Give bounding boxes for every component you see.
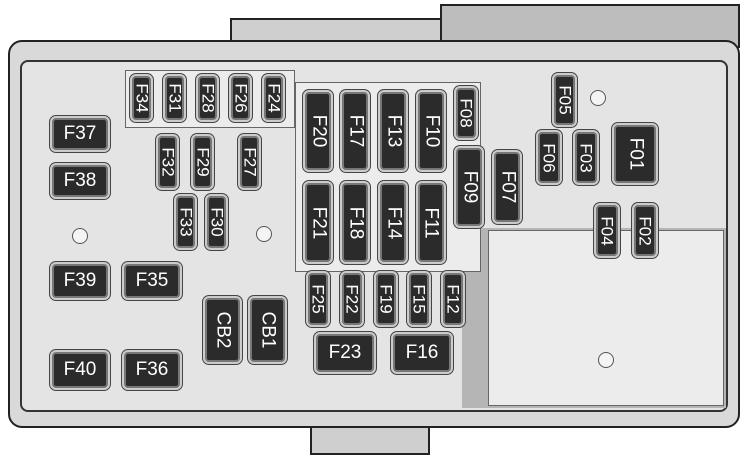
fuse-label: CB1 [257,311,279,349]
fuse-f05: F05 [554,75,575,125]
fuse-f10: F10 [418,92,444,170]
fuse-label: F09 [459,170,480,204]
fuse-f07: F07 [494,152,520,222]
fuse-label: F01 [625,137,646,171]
fuse-f14: F14 [380,183,406,262]
fuse-label: F32 [158,147,178,177]
fuse-label: F30 [207,207,227,237]
fuse-label: F02 [636,215,656,246]
circuit-breaker-cb1: CB1 [250,298,285,362]
fuse-f40: F40 [52,352,108,388]
fuse-f20: F20 [305,92,331,170]
fuse-label: CB2 [212,311,234,349]
fuse-f23: F23 [316,334,374,372]
fuse-f39: F39 [52,264,108,298]
fuse-label: F29 [193,147,213,177]
fuse-label: F22 [343,284,363,314]
fuse-label: F17 [345,114,366,148]
fuse-label: F36 [135,359,169,380]
fuse-f12: F12 [443,273,463,325]
fuse-f27: F27 [240,136,260,188]
right-panel [488,230,724,406]
fuse-f02: F02 [634,205,656,256]
fuse-label: F23 [328,342,362,363]
fuse-f36: F36 [124,352,180,388]
fuse-f19: F19 [376,273,396,325]
fuse-f17: F17 [342,92,368,170]
fuse-label: F13 [383,114,404,148]
fuse-label: F21 [308,206,329,239]
fuse-f21: F21 [305,183,331,262]
fuse-label: F35 [135,270,169,291]
fuse-f18: F18 [342,183,368,262]
fuse-f34: F34 [132,76,152,120]
fuse-label: F04 [598,215,618,246]
mount-hole [256,226,272,242]
fuse-f38: F38 [52,165,108,197]
fuse-label: F31 [165,83,185,113]
fuse-f22: F22 [342,273,362,325]
fuse-label: F16 [405,342,439,363]
fuse-label: F33 [176,207,196,237]
fuse-label: F38 [63,170,97,191]
fuse-label: F37 [63,123,97,144]
fuse-f31: F31 [165,76,185,120]
fuse-f33: F33 [176,196,196,248]
fuse-f15: F15 [409,273,429,325]
fuse-f32: F32 [158,136,178,188]
fuse-label: F05 [555,85,575,115]
fuse-f35: F35 [124,264,180,298]
fuse-label: F34 [132,83,152,113]
fuse-f28: F28 [198,76,218,120]
fuse-label: F07 [497,170,518,204]
fuse-label: F26 [231,83,251,113]
fuse-f01: F01 [614,125,656,183]
fuse-f03: F03 [575,132,597,183]
fuse-label: F06 [540,142,560,173]
fuse-label: F08 [457,98,477,128]
fuse-f26: F26 [231,76,251,120]
fuse-label: F14 [383,206,404,239]
mount-hole [598,352,614,368]
fuse-label: F15 [410,284,430,314]
fuse-f11: F11 [418,183,444,262]
fuse-label: F27 [240,147,260,177]
fuse-f06: F06 [538,132,560,183]
fuse-label: F40 [63,359,97,380]
fuse-f13: F13 [380,92,406,170]
fuse-f29: F29 [193,136,213,188]
fuse-label: F24 [264,83,284,113]
fuse-f08: F08 [456,88,476,138]
fuse-f37: F37 [52,118,108,150]
mount-hole [72,228,88,244]
fuse-f16: F16 [393,334,451,372]
fuse-label: F39 [63,270,97,291]
fuse-label: F19 [377,284,397,314]
mount-hole [590,90,606,106]
circuit-breaker-cb2: CB2 [205,298,240,362]
fuse-label: F03 [577,142,597,173]
fuse-f04: F04 [596,205,618,256]
fuse-f24: F24 [264,76,284,120]
fuse-label: F25 [309,284,329,314]
fuse-f09: F09 [456,148,482,226]
fuse-label: F10 [421,114,442,148]
fuse-label: F20 [308,114,329,148]
fuse-label: F28 [198,83,218,113]
fuse-label: F12 [444,284,464,314]
fuse-label: F18 [345,206,366,239]
fuse-f30: F30 [207,196,227,248]
fuse-label: F11 [421,206,442,239]
fuse-f25: F25 [308,273,328,325]
